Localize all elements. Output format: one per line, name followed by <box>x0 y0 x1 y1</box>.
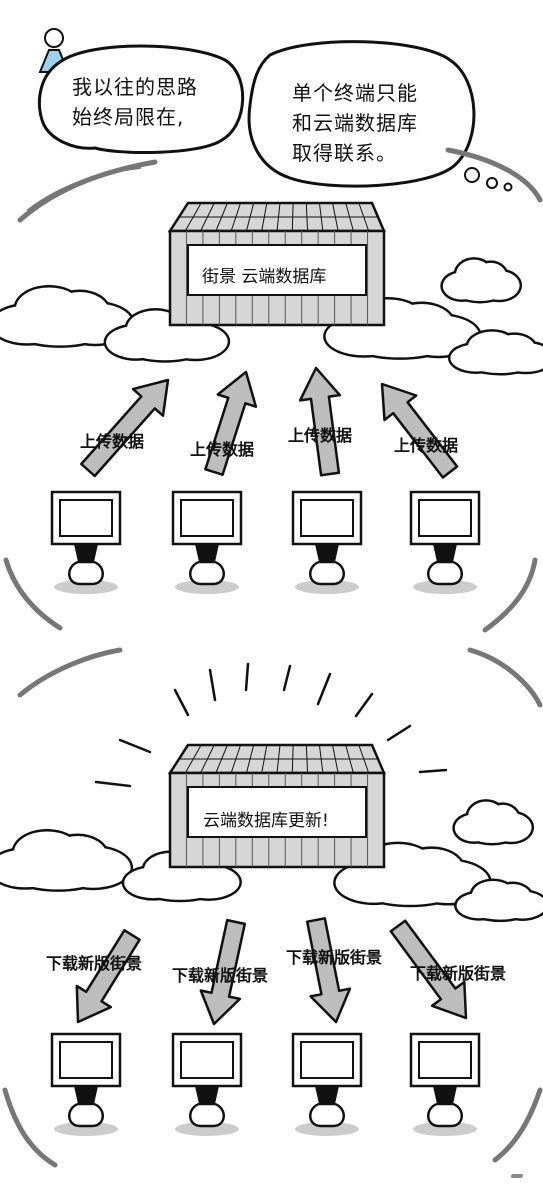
cloud <box>454 878 543 923</box>
terminal-shadow <box>295 1122 359 1136</box>
panel2-clouds <box>0 799 543 923</box>
upload-arrow <box>380 382 459 479</box>
cloud <box>0 828 134 892</box>
monitor-base <box>68 1102 104 1128</box>
speech-bubble-left <box>38 44 245 155</box>
speech-left-line2: 始终局限在, <box>72 105 185 129</box>
terminal-shadow <box>175 1122 239 1136</box>
download-arrow <box>75 929 141 1024</box>
server-sign-board <box>187 786 367 838</box>
upload-arrow <box>204 370 258 476</box>
watermark-logo <box>510 1174 524 1178</box>
panel2-download-label-1: 下载新版街景 <box>46 954 143 973</box>
terminal-shadow <box>413 1122 477 1136</box>
panel1-upload-arrows <box>80 366 459 479</box>
monitor-base <box>309 560 345 586</box>
monitor-base <box>68 560 104 586</box>
panel1-upload-label-4: 上传数据 <box>394 436 459 455</box>
terminal <box>409 1032 481 1136</box>
terminal <box>171 1032 243 1136</box>
monitor-neck <box>433 544 457 562</box>
monitor-screen <box>418 1041 472 1079</box>
terminal-shadow <box>54 1122 118 1136</box>
terminal-shadow <box>175 580 239 594</box>
panel2-download-arrows <box>75 917 468 1026</box>
terminal-shadow <box>295 580 359 594</box>
monitor-base <box>309 1102 345 1128</box>
monitor-screen <box>300 1041 354 1079</box>
panel1-clouds <box>0 257 543 376</box>
upload-arrow <box>80 378 170 478</box>
panel1-frame <box>3 147 543 633</box>
panel2-terminals <box>50 1032 481 1136</box>
panel2-download-label-2: 下载新版街景 <box>172 966 269 985</box>
monitor-neck <box>195 1086 219 1104</box>
panel2-server <box>167 743 386 869</box>
cloud <box>440 257 523 304</box>
impact-lines <box>94 662 448 788</box>
monitor-screen <box>59 1041 113 1079</box>
monitor-base <box>189 560 225 586</box>
panel1-server <box>167 201 386 327</box>
monitor-neck <box>74 544 98 562</box>
terminal <box>291 490 363 594</box>
server-building <box>167 743 386 869</box>
panel2-frame <box>2 647 543 1168</box>
monitor-base <box>189 1102 225 1128</box>
monitor-neck <box>433 1086 457 1104</box>
terminal <box>50 490 122 594</box>
panel2-download-label-4: 下载新版街景 <box>410 964 507 983</box>
cloud <box>103 308 231 363</box>
terminal <box>291 1032 363 1136</box>
server-sign-board <box>187 244 367 296</box>
speech-bubble-right <box>247 40 476 188</box>
terminal <box>171 490 243 594</box>
speech-left-line1: 我以往的思路 <box>72 75 198 99</box>
download-arrow <box>199 918 247 1026</box>
panel1-upload-label-1: 上传数据 <box>80 432 145 451</box>
cloud <box>0 284 136 348</box>
monitor-base <box>427 560 463 586</box>
thought-dots <box>464 167 513 192</box>
monitor-neck <box>195 544 219 562</box>
monitor-neck <box>315 1086 339 1104</box>
monitor-screen <box>418 499 472 537</box>
monitor-base <box>427 1102 463 1128</box>
monitor-neck <box>74 1086 98 1104</box>
panel2-server-sign: 云端数据库更新! <box>203 811 329 831</box>
cloud <box>447 329 543 376</box>
monitor-screen <box>59 499 113 537</box>
speech-right-line3: 取得联系。 <box>292 141 397 165</box>
upload-arrow <box>298 366 342 477</box>
terminal-shadow <box>413 580 477 594</box>
download-arrow <box>389 919 468 1020</box>
panel1-upload-label-3: 上传数据 <box>288 426 353 445</box>
speech-right-line2: 和云端数据库 <box>292 111 418 135</box>
server-building <box>167 201 386 327</box>
panel1-terminals <box>50 490 481 594</box>
panel2-download-label-3: 下载新版街景 <box>286 948 383 967</box>
monitor-screen <box>180 1041 234 1079</box>
download-arrow <box>305 917 352 1024</box>
monitor-neck <box>315 544 339 562</box>
terminal <box>409 490 481 594</box>
panel1-server-sign: 街景 云端数据库 <box>202 267 327 287</box>
monitor-screen <box>300 499 354 537</box>
terminal-shadow <box>54 580 118 594</box>
cloud <box>452 799 535 846</box>
speech-right-line1: 单个终端只能 <box>292 81 418 105</box>
monitor-screen <box>180 499 234 537</box>
panel1-upload-label-2: 上传数据 <box>190 440 255 459</box>
terminal <box>50 1032 122 1136</box>
